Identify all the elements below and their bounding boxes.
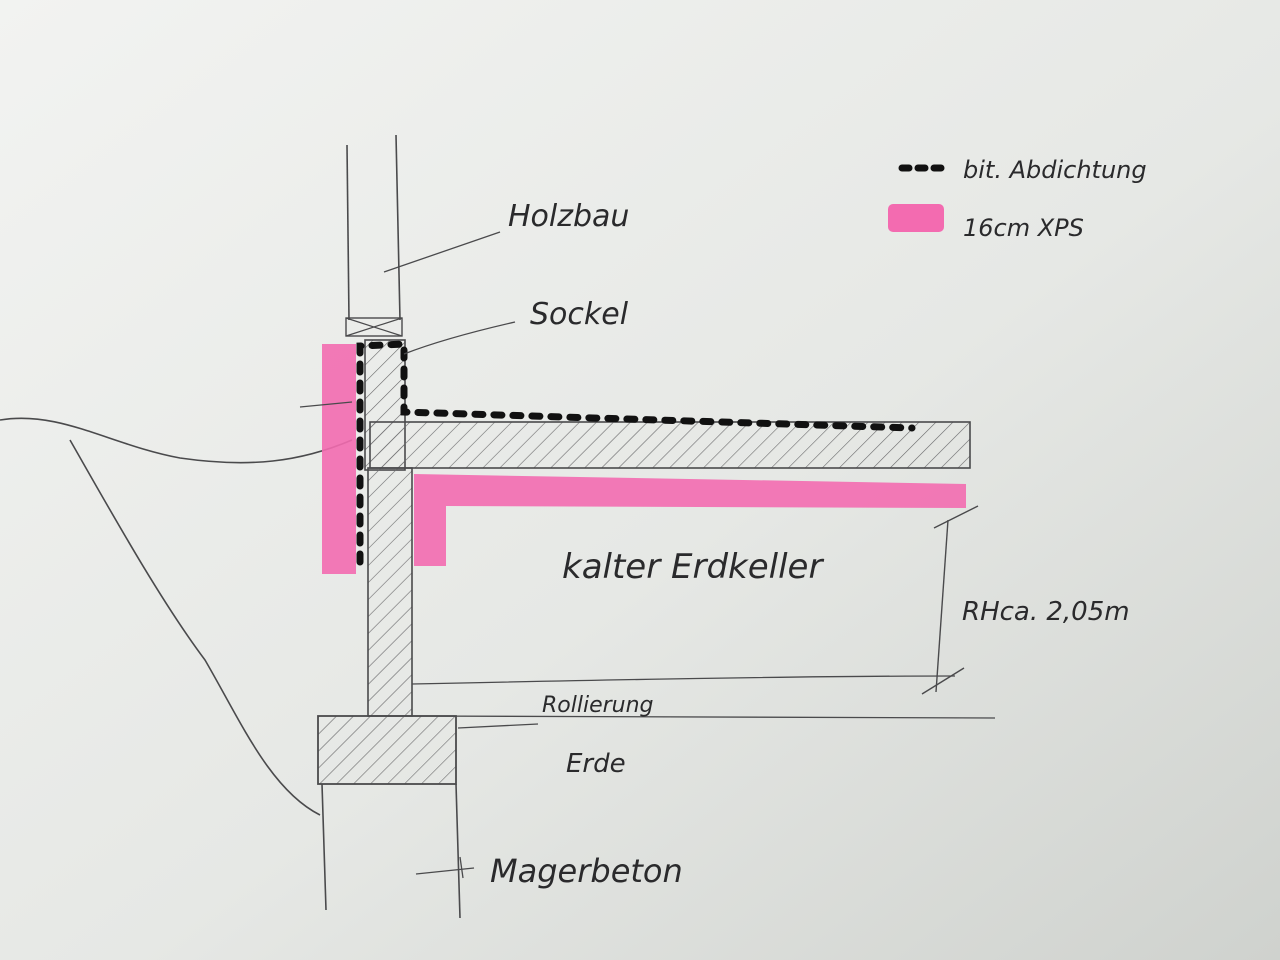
floor-slab bbox=[369, 421, 971, 469]
bituminous-waterproofing bbox=[356, 340, 916, 566]
room-height-dimension bbox=[921, 505, 979, 695]
legend-waterproofing-label: bit. Abdichtung bbox=[963, 156, 1147, 184]
label-soil: Erde bbox=[566, 749, 626, 779]
xps-insulation bbox=[322, 344, 966, 574]
timber-wall bbox=[345, 134, 403, 337]
legend: bit. Abdichtung 16cm XPS bbox=[888, 156, 1147, 242]
leader-lines bbox=[299, 231, 539, 879]
label-plinth: Sockel bbox=[530, 297, 629, 332]
legend-insulation-swatch bbox=[888, 204, 944, 232]
lean-concrete-base bbox=[321, 783, 461, 919]
foundation-footing bbox=[317, 715, 457, 785]
label-timber: Holzbau bbox=[508, 199, 629, 234]
basement-wall bbox=[367, 467, 413, 717]
terrain-line bbox=[0, 417, 353, 464]
label-cellar: kalter Erdkeller bbox=[562, 547, 824, 587]
legend-insulation-label: 16cm XPS bbox=[963, 214, 1084, 242]
label-gravel-bed: Rollierung bbox=[542, 693, 654, 718]
label-lean-concrete: Magerbeton bbox=[490, 852, 683, 890]
excavation-slope bbox=[69, 439, 321, 816]
label-room-height: RHca. 2,05m bbox=[962, 597, 1130, 627]
